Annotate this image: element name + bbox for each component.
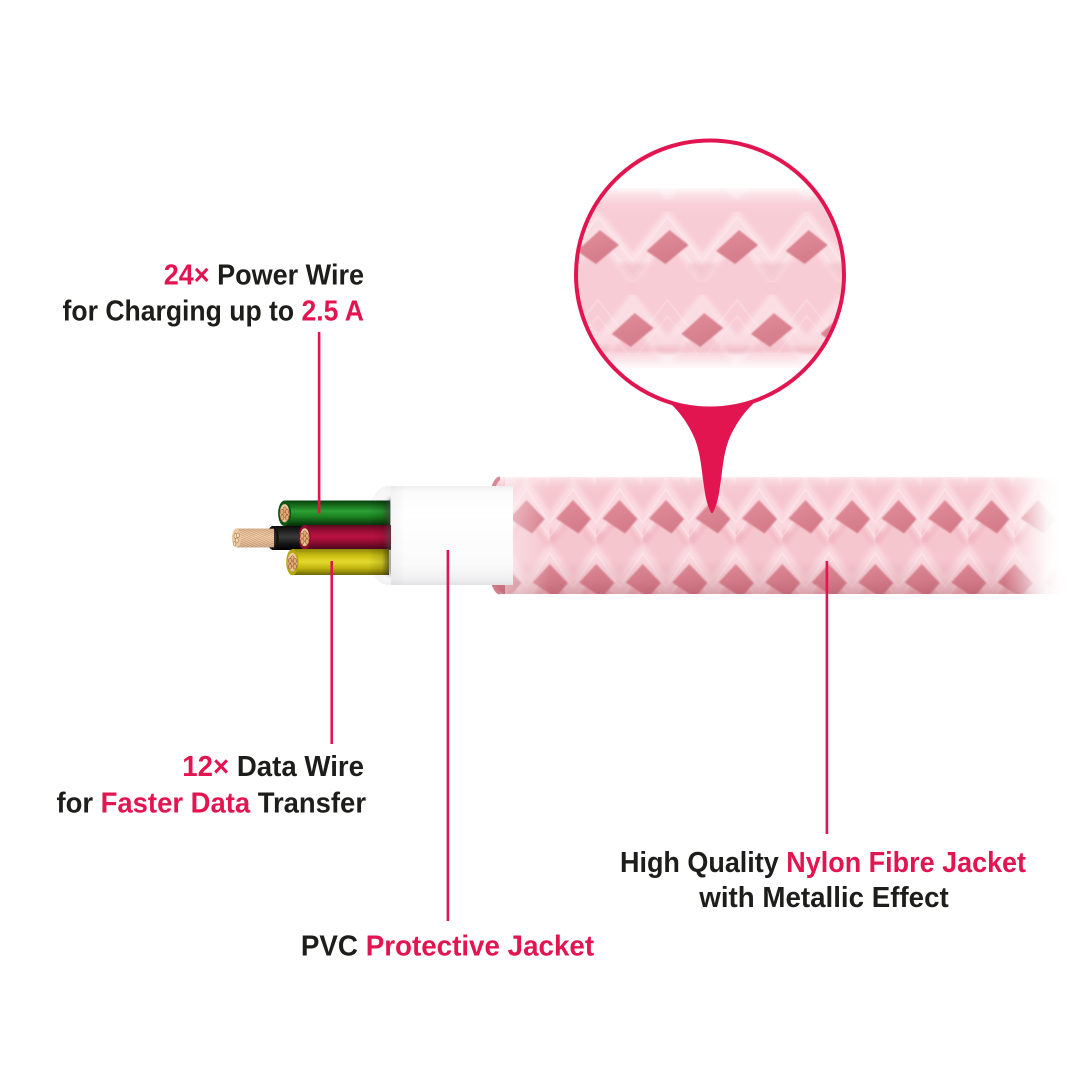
svg-text:12× Data Wire: 12× Data Wire: [182, 750, 364, 783]
svg-text:for Charging up to 2.5 A: for Charging up to 2.5 A: [63, 294, 364, 326]
svg-text:High Quality Nylon Fibre Jacke: High Quality Nylon Fibre Jacket: [620, 846, 1026, 878]
svg-text:24× Power Wire: 24× Power Wire: [164, 259, 364, 291]
svg-text:PVC Protective Jacket: PVC Protective Jacket: [301, 930, 595, 963]
svg-text:for Faster Data Transfer: for Faster Data Transfer: [56, 786, 366, 819]
svg-text:with Metallic Effect: with Metallic Effect: [698, 881, 949, 914]
